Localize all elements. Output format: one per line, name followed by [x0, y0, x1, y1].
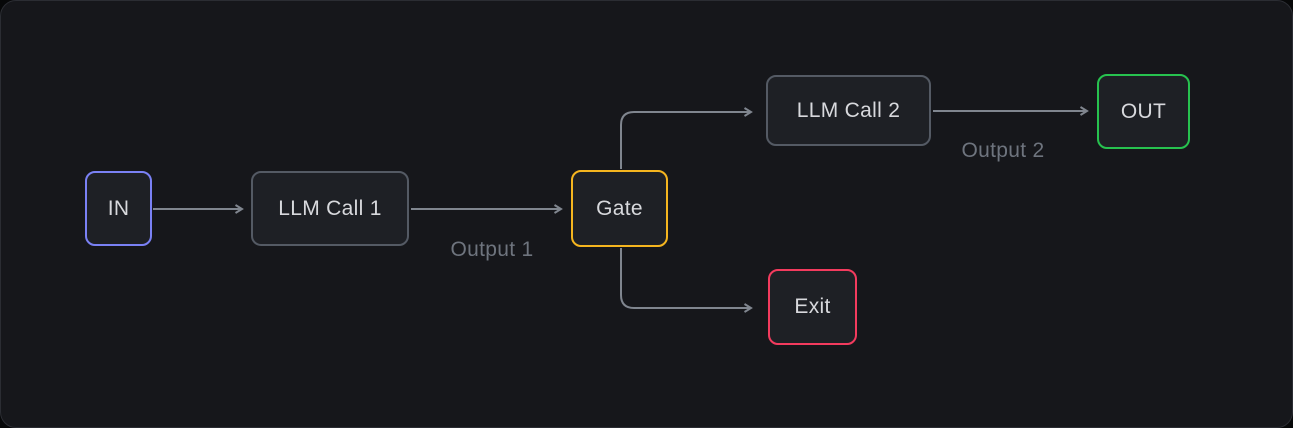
edge-label-output-2: Output 2: [961, 139, 1045, 162]
node-llm-call-2[interactable]: LLM Call 2: [766, 75, 931, 146]
node-in[interactable]: IN: [85, 171, 152, 246]
node-exit[interactable]: Exit: [768, 269, 857, 345]
node-gate[interactable]: Gate: [571, 170, 668, 247]
node-llm-call-1[interactable]: LLM Call 1: [251, 171, 409, 246]
node-out[interactable]: OUT: [1097, 74, 1190, 149]
edge-label-output-1: Output 1: [450, 238, 534, 261]
